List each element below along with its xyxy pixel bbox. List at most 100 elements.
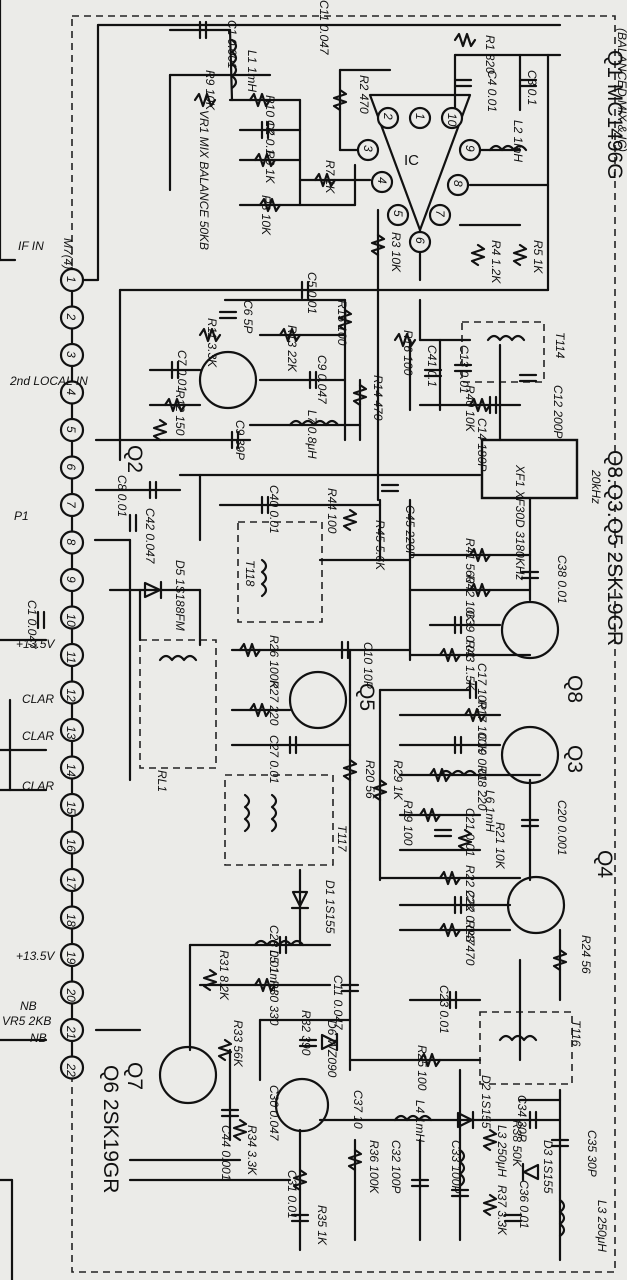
connector-pin-label: 5 <box>64 426 78 433</box>
component-label: R44 100 <box>325 488 339 534</box>
component-label: C12 200P <box>551 385 565 438</box>
connector-pin-16 <box>59 830 85 855</box>
component-label: R42 10K <box>463 575 477 623</box>
connector-pin-label: 16 <box>64 839 78 853</box>
rl1-box <box>139 639 217 769</box>
connector-pins: 12345678910111213141516171819202122M7(4)… <box>2 238 88 1080</box>
component-label: R13 22K <box>285 325 299 373</box>
connector-pin-label: 13 <box>64 726 78 740</box>
title-q5: Q5 <box>355 683 378 711</box>
component-label: R38 50K <box>510 1120 524 1168</box>
component-label: R29 1K <box>391 760 405 801</box>
title-q3: Q3 <box>563 745 586 773</box>
side-label: 2nd LOCAL IN <box>9 374 88 388</box>
connector-name: M7(4) <box>61 238 75 269</box>
component-label: R45 5.6K <box>373 520 387 571</box>
q4-symbol <box>506 875 566 935</box>
component-label: R2 470 <box>357 75 371 114</box>
component-label: L7 0.8μH <box>305 410 319 459</box>
component-label: C45 220P <box>403 505 417 558</box>
component-label: D6 WZ090 <box>325 1020 339 1078</box>
connector-pin-label: 1 <box>64 276 78 283</box>
side-label: NB <box>30 1031 47 1045</box>
component-label: XF1 XF30D 3180KHz <box>513 464 527 580</box>
title-q8q3q5: Q8.Q3.Q5 2SK19GR <box>603 450 626 646</box>
connector-pin-7 <box>59 492 85 518</box>
connector-pin-11 <box>59 642 85 668</box>
connector-pin-2 <box>59 305 85 330</box>
connector-pin-label: 19 <box>64 951 78 965</box>
component-label: R22 22K <box>463 865 477 913</box>
t116-box <box>479 1011 573 1085</box>
component-label: C19 0.01 <box>475 733 489 782</box>
ic-pin-4 <box>370 170 394 194</box>
connector-pin-label: 10 <box>64 614 78 628</box>
component-label: R7 1K <box>323 160 337 194</box>
component-label: R36 100K <box>367 1140 381 1194</box>
ic-pin-5 <box>386 203 410 227</box>
component-label: L5 1mH <box>267 950 281 992</box>
ic-pin-label: 10 <box>445 113 459 127</box>
connector-pin-label: 14 <box>64 764 78 778</box>
component-label: R30 330 <box>267 980 281 1026</box>
transistor-symbols <box>158 350 566 1133</box>
ic-pin-label: 3 <box>361 145 375 152</box>
component-label: R4 1.2K <box>489 240 503 284</box>
component-label: R11 3.3K <box>205 318 219 368</box>
connector-pin-15 <box>59 792 85 818</box>
ic-mc1496g-symbol: IC <box>368 93 472 232</box>
component-label: R43 1.5K <box>463 640 477 691</box>
ic-pin-label: 2 <box>381 112 395 120</box>
component-label: R26 100K <box>267 635 281 689</box>
component-label: C3 0.1 <box>525 70 539 105</box>
component-label: R15 100 <box>335 300 349 346</box>
connector-pin-8 <box>59 530 85 555</box>
component-label: C41 0.1 <box>425 345 439 387</box>
component-label: C7 0.01 <box>175 350 189 392</box>
connector-pin-22 <box>59 1055 85 1080</box>
component-label: R24 56 <box>579 935 593 974</box>
side-label: +13.5V <box>16 637 55 651</box>
side-label: IF IN <box>18 239 44 253</box>
q7-symbol <box>158 1045 218 1105</box>
component-label: R27 220 <box>267 680 281 726</box>
connector-pin-label: 9 <box>64 576 78 583</box>
side-label: +13.5V <box>16 949 55 963</box>
title-q8: Q8 <box>563 675 586 703</box>
ic-pin-label: 6 <box>413 237 427 244</box>
component-label: L1 1mH <box>245 50 259 92</box>
component-label: C5 0.01 <box>305 272 319 314</box>
ic-pin-label: 4 <box>375 177 389 184</box>
component-label: C36 0.01 <box>517 1180 531 1229</box>
connector-pin-21 <box>59 1017 85 1043</box>
component-label: L2 1mH <box>511 120 525 162</box>
d1-symbol <box>291 890 309 908</box>
component-label: L3 250μH <box>495 1125 509 1177</box>
component-label: C32 100P <box>389 1140 403 1193</box>
component-label: R37 3.3K <box>495 1185 509 1236</box>
connector-pin-4 <box>59 380 85 405</box>
ic-pin-1 <box>408 106 432 130</box>
component-label: T116 <box>569 1020 583 1047</box>
component-label: C1 0.047 <box>25 600 39 650</box>
connector-pin-13 <box>59 717 85 743</box>
component-label: C33 100P <box>449 1140 463 1193</box>
connector-pin-20 <box>59 980 85 1005</box>
component-label: C11 0.047 <box>331 975 345 1031</box>
component-label: L4 1mH <box>413 1100 427 1142</box>
q6-symbol <box>274 1077 330 1133</box>
ic-pin-10 <box>440 106 464 130</box>
component-label: R20 56 <box>363 760 377 799</box>
connector-pin-6 <box>59 455 85 480</box>
connector-pin-label: 2 <box>64 313 78 321</box>
diode-symbols <box>143 580 540 1182</box>
component-label: D5 1S188FM <box>173 560 187 631</box>
ic-pin-label: 9 <box>463 145 477 152</box>
component-label: C31 0.01 <box>285 1170 299 1219</box>
component-label: RL1 <box>155 770 169 792</box>
d5-symbol <box>143 581 162 599</box>
connector-pin-label: 21 <box>64 1025 78 1039</box>
component-label: C4 0.01 <box>485 70 499 112</box>
